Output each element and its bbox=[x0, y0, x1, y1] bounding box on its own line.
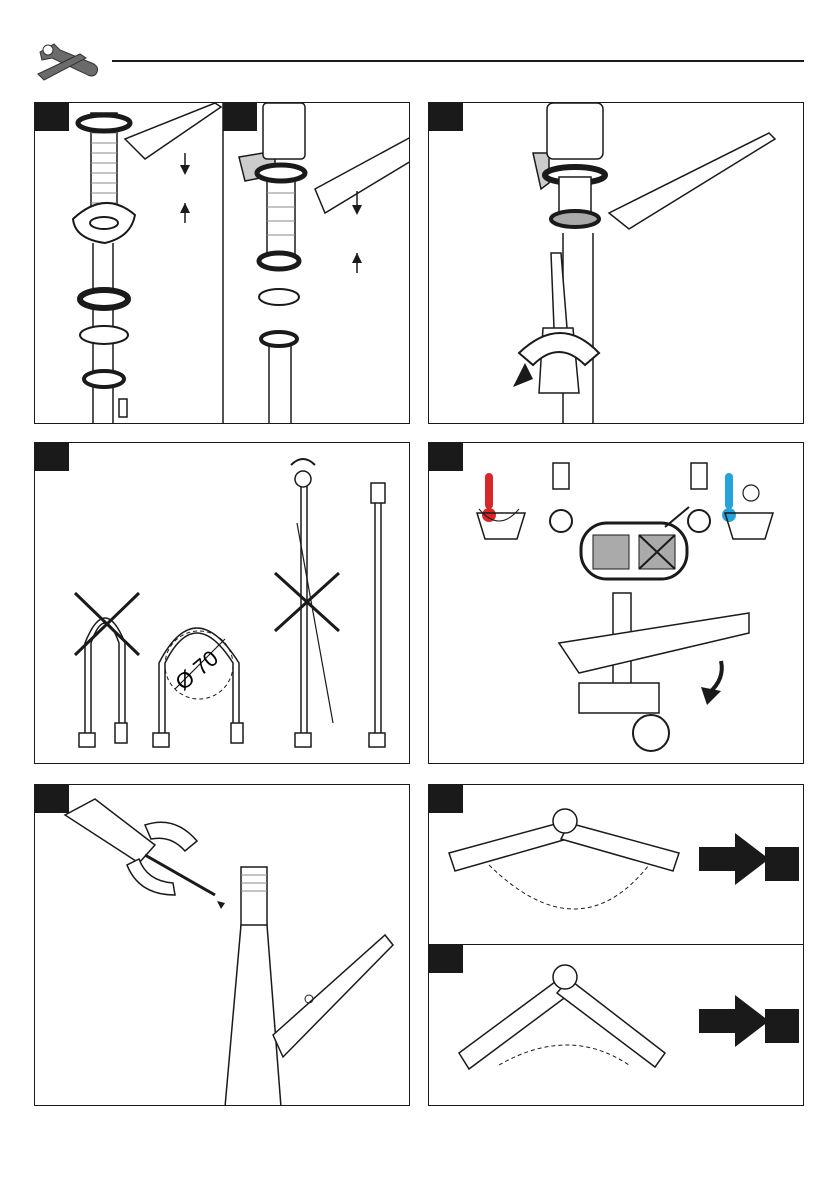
panel-step-1 bbox=[34, 102, 410, 424]
hot-thermometer-icon bbox=[477, 473, 525, 539]
panel-2-drawing bbox=[429, 103, 804, 424]
panel-5-drawing bbox=[35, 785, 410, 1106]
panel-3-drawing: Ø 70 bbox=[35, 443, 410, 764]
panel-step-6 bbox=[428, 784, 804, 946]
panel-step-5 bbox=[34, 784, 410, 1106]
cold-snowflake-icon bbox=[722, 473, 773, 539]
panel-6-drawing bbox=[429, 785, 804, 946]
panel-step-7 bbox=[428, 944, 804, 1106]
tools-icon bbox=[34, 34, 104, 84]
panel-step-2 bbox=[428, 102, 804, 424]
panel-1-drawing bbox=[35, 103, 410, 424]
header-rule bbox=[112, 60, 804, 62]
reference-badge bbox=[765, 847, 799, 881]
panel-7-drawing bbox=[429, 945, 804, 1106]
diameter-label: Ø 70 bbox=[170, 645, 223, 695]
panel-step-4 bbox=[428, 442, 804, 764]
panel-4-drawing bbox=[429, 443, 804, 764]
reference-badge bbox=[765, 1009, 799, 1043]
panel-step-3: Ø 70 bbox=[34, 442, 410, 764]
